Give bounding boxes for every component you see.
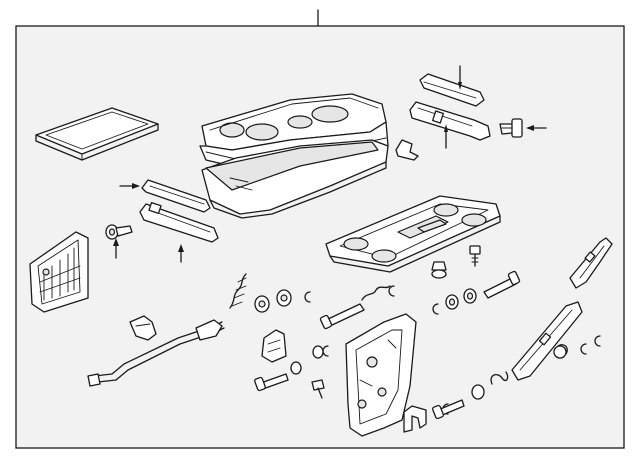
lower-side-trim <box>511 301 583 381</box>
console-lid-assembly <box>199 93 389 219</box>
side-grille-panel <box>29 231 89 313</box>
lower-console-tray <box>325 195 501 273</box>
u-bracket <box>403 405 427 433</box>
latch-housing <box>261 329 287 363</box>
latch-clip <box>395 139 419 161</box>
retaining-clips <box>304 285 601 415</box>
hinge-bolt <box>499 118 523 138</box>
tray-liner <box>35 107 159 161</box>
upper-side-trim <box>569 237 613 289</box>
pointer-arrow-bracket <box>178 244 184 252</box>
cable-clip <box>129 315 157 341</box>
frame-bracket <box>345 313 417 437</box>
bushings <box>254 288 567 400</box>
pointer-arrow-hinge <box>444 124 448 132</box>
pointer-arrow-lid-pad <box>458 82 462 90</box>
pointer-arrow-latch <box>132 183 140 189</box>
pointer-arrow-bolt <box>526 125 534 131</box>
small-bolts <box>311 379 325 399</box>
latch-bracket <box>139 202 219 243</box>
release-rod <box>87 319 225 387</box>
tray-bolt-1 <box>469 245 481 267</box>
springs <box>229 273 568 385</box>
latch-bar <box>141 179 211 213</box>
pointer-arrow-screw <box>113 238 119 246</box>
tray-bolt-2 <box>431 261 447 279</box>
hinge-bracket <box>409 101 491 141</box>
screw-washer <box>105 224 133 240</box>
lid-pad <box>419 73 485 107</box>
long-bolts <box>254 270 521 420</box>
